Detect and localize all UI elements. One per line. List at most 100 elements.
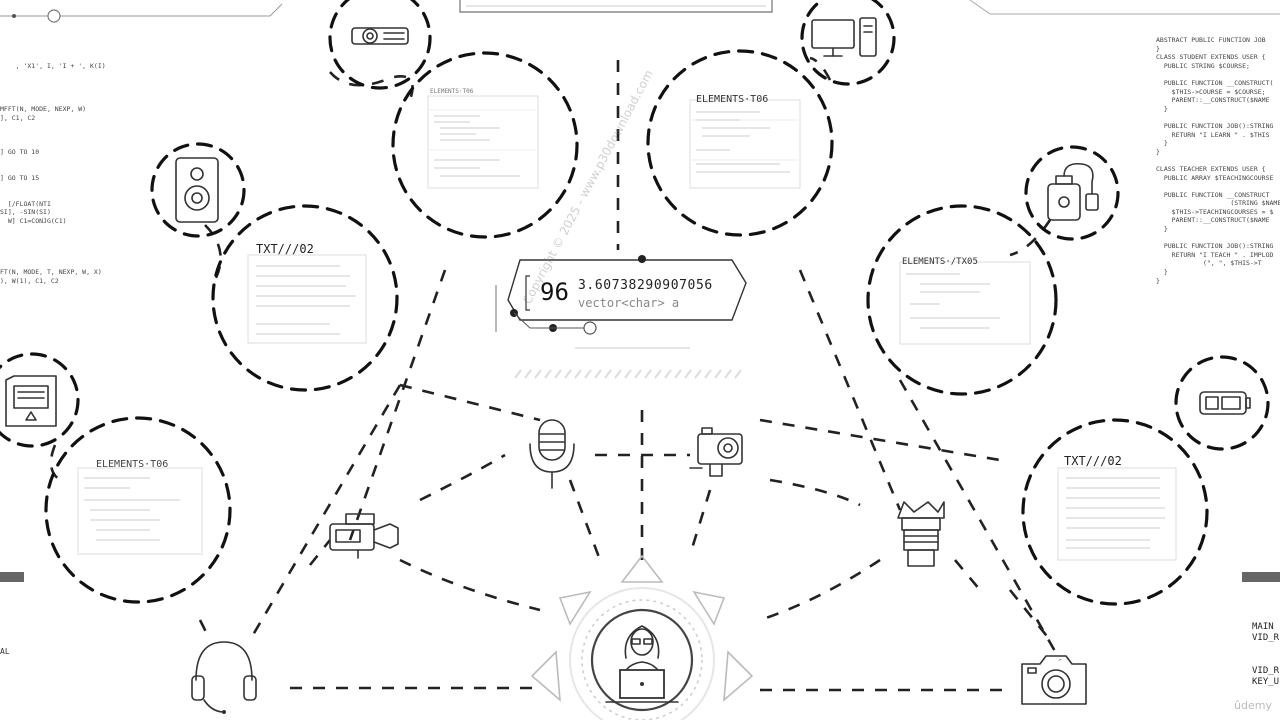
speaker-icon — [175, 157, 219, 223]
code-line: MAIN — [1252, 622, 1274, 632]
code-line: PUBLIC STRING $COURSE; — [1156, 61, 1250, 70]
panel-title-right-mid: ELEMENTS·/TX05 — [902, 257, 978, 267]
code-line: PUBLIC FUNCTION JOB():STRING — [1156, 121, 1274, 130]
projector-icon — [351, 27, 409, 45]
computer-circle — [800, 0, 896, 86]
code-line: FT(N, MODE, T, NEXP, W, X) — [0, 268, 102, 277]
projector-circle — [328, 0, 432, 90]
code-line: PUBLIC FUNCTION JOB():STRING — [1156, 242, 1274, 251]
code-line: (", ", $THIS->T — [1156, 259, 1262, 268]
video-camera-icon — [329, 513, 399, 559]
circle-right-txt — [1021, 418, 1209, 606]
code-line: } — [1156, 147, 1160, 156]
panel-title-top-left: ELEMENTS·T06 — [430, 88, 474, 95]
code-line: VID_R — [1252, 666, 1280, 676]
code-line: PUBLIC ARRAY $TEACHINGCOURSE — [1156, 173, 1274, 182]
code-line — [1252, 644, 1279, 655]
code-line — [0, 71, 106, 80]
photo-camera-icon — [1021, 655, 1087, 705]
circle-top-center-left — [391, 51, 579, 239]
code-line — [0, 191, 106, 200]
top-center-frame — [459, 0, 773, 13]
code-line: PUBLIC FUNCTION __CONSTRUCT( — [1156, 78, 1274, 87]
right-edge-bar — [1242, 572, 1280, 582]
camera-lens-icon — [897, 501, 945, 567]
code-line: MFFT(N, MODE, NEXP, W) — [0, 104, 87, 113]
code-line: , 'X1', I, 'I + ', K(I) — [0, 62, 106, 70]
udemy-brand: ûdemy — [1234, 699, 1272, 712]
code-line — [0, 139, 106, 148]
sd-card-icon — [5, 375, 57, 427]
panel-title-left-low: ELEMENTS·T06 — [96, 459, 168, 470]
code-line — [1156, 70, 1280, 79]
code-line — [1156, 234, 1280, 243]
code-line — [0, 260, 106, 269]
panel-box-right-txt — [1057, 467, 1177, 561]
central-hub — [530, 554, 754, 720]
code-line: ), W(1), C1, C2 — [0, 276, 59, 285]
sdcard-circle — [0, 352, 80, 448]
circle-left-txt — [211, 204, 399, 392]
code-line — [0, 225, 106, 234]
code-line — [0, 182, 106, 191]
code-line — [1156, 113, 1280, 122]
code-line: ], C1, C2 — [0, 113, 36, 122]
code-line: } — [1156, 276, 1160, 285]
code-line — [0, 122, 106, 131]
code-line: PUBLIC FUNCTION __CONSTRUCT — [1156, 190, 1270, 199]
panel-box-top-left — [427, 95, 539, 189]
code-line — [0, 165, 106, 174]
code-line: PARENT::__CONSTRUCT($NAME — [1156, 96, 1270, 105]
woman-at-laptop-icon — [605, 625, 679, 703]
panel-box-top-right — [689, 99, 801, 189]
code-line — [0, 157, 106, 166]
readout-number: 96 — [540, 278, 569, 306]
circle-top-center-right — [646, 49, 834, 237]
code-line: ] GO TO 10 — [0, 147, 40, 156]
code-line — [0, 242, 106, 251]
code-line: CLASS STUDENT EXTENDS USER { — [1156, 53, 1266, 62]
code-line — [0, 131, 106, 140]
panel-scribbles — [84, 111, 1165, 549]
code-line — [0, 96, 106, 105]
code-line — [1156, 182, 1280, 191]
headphones-icon — [191, 641, 257, 714]
code-line: W] C1=CONJG(C1) — [0, 216, 67, 225]
code-line: } — [1156, 104, 1168, 113]
code-line: } — [1156, 44, 1160, 53]
code-line: $THIS->TEACHINGCOURSES = $ — [1156, 207, 1274, 216]
left-edge-bar — [0, 572, 24, 582]
central-readout-plate — [495, 255, 747, 379]
code-line — [1156, 156, 1280, 165]
code-line: } — [1156, 268, 1168, 277]
code-line: SI], -SIN(SI) — [0, 208, 51, 217]
code-line: RETURN "I LEARN " . $THIS — [1156, 130, 1270, 139]
action-camera-icon — [689, 427, 743, 477]
code-line: RETURN "I TEACH " . IMPLOD — [1156, 250, 1274, 259]
speaker-circle — [150, 142, 246, 238]
code-line: KEY_U — [1252, 677, 1280, 687]
code-line: CLASS TEACHER EXTENDS USER { — [1156, 164, 1266, 173]
top-left-ornament — [0, 3, 283, 23]
code-line: (STRING $NAME, — [1156, 199, 1280, 208]
panel-title-left-txt: TXT///02 — [256, 242, 314, 256]
right-code-column: ABSTRACT PUBLIC FUNCTION JOB}CLASS STUDE… — [1156, 36, 1280, 285]
panel-title-right-txt: TXT///02 — [1064, 454, 1122, 468]
code-line: [/FLOAT(NTI — [0, 199, 51, 208]
panel-title-top-right: ELEMENTS·T06 — [696, 94, 768, 105]
code-line: PARENT::__CONSTRUCT($NAME — [1156, 216, 1270, 225]
circle-left-low — [44, 416, 232, 604]
readout-value: 3.60738290907056 — [578, 278, 713, 293]
usb-circle — [1024, 145, 1120, 241]
bottom-left-labels: AL — [0, 647, 10, 657]
code-line: VID_R — [1252, 633, 1280, 643]
code-line — [0, 79, 106, 88]
left-code-column: , 'X1', I, 'I + ', K(I) MFFT(N, MODE, NE… — [0, 62, 106, 285]
battery-circle — [1174, 355, 1270, 451]
code-line: $THIS->COURSE = $COURSE; — [1156, 87, 1266, 96]
code-line: ] GO TO 15 — [0, 173, 40, 182]
readout-type: vector<char> a — [578, 296, 680, 310]
panel-box-left-txt — [247, 254, 367, 344]
code-line — [0, 251, 106, 260]
